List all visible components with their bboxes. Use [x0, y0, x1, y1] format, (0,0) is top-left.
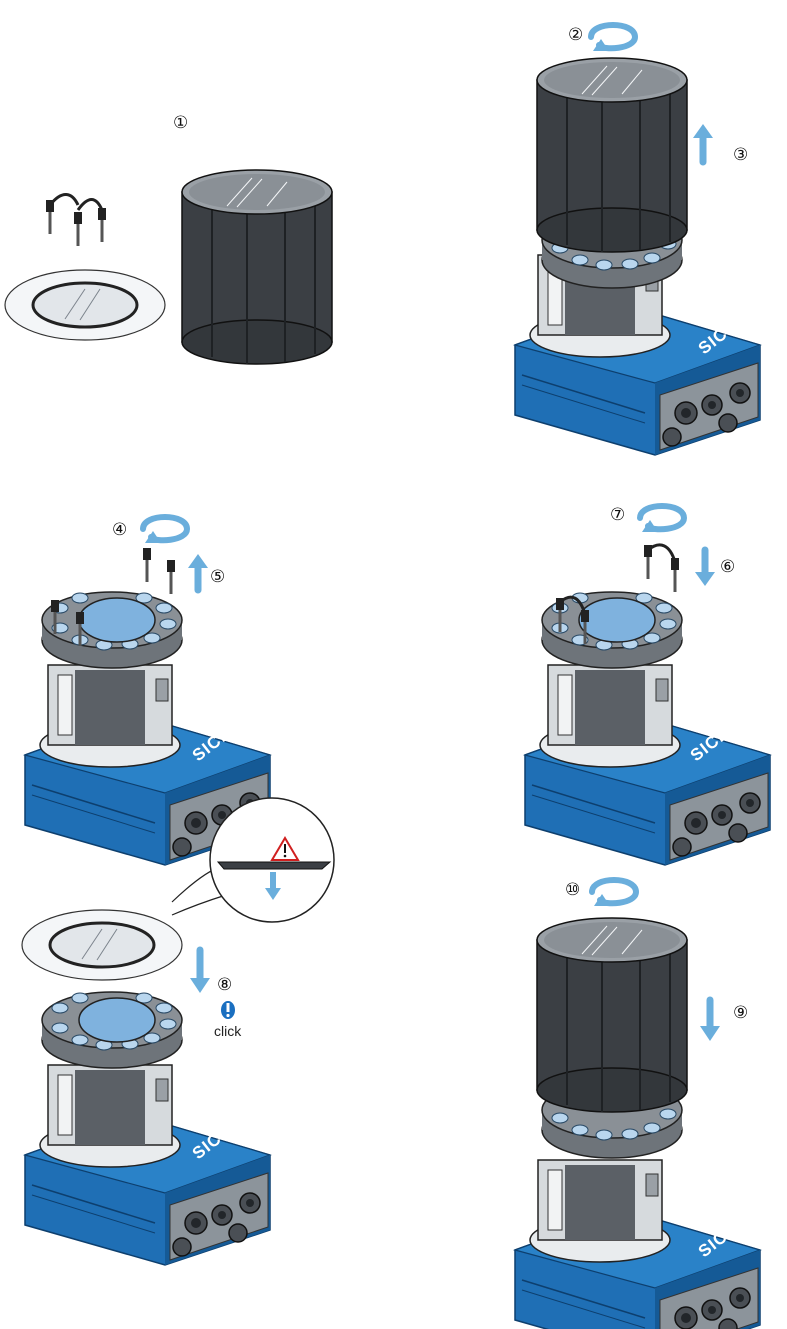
rotate-arrow-icon	[591, 25, 635, 51]
info-exclamation-icon	[221, 1001, 235, 1019]
lift-arrow-icon	[188, 554, 208, 594]
step-2-label: ②	[568, 25, 583, 45]
detail-callout	[171, 797, 335, 923]
screws	[556, 543, 679, 644]
window-glass	[20, 908, 184, 982]
cover-cylinder	[536, 917, 688, 1113]
rotate-arrow-icon	[143, 517, 187, 543]
rotate-arrow-icon	[592, 880, 636, 906]
step-8-label: ⑧	[217, 975, 232, 995]
down-arrow-icon	[695, 546, 715, 586]
lift-arrow-icon	[693, 124, 713, 166]
sensor-window	[578, 597, 656, 643]
step-5-label: ⑤	[210, 567, 225, 587]
step-6-label: ⑥	[720, 557, 735, 577]
step-10-label: ⑩	[565, 880, 580, 900]
rotate-arrow-icon	[640, 506, 684, 532]
step-4-label: ④	[112, 520, 127, 540]
cover-cylinder	[536, 57, 688, 253]
click-note: click	[214, 1023, 242, 1039]
step-1-label: ①	[173, 113, 188, 133]
step-7-6-panel: ⑦ ⑥ SICK	[524, 505, 771, 866]
step-8-panel: ⑧ click SICK	[20, 797, 335, 1266]
warning-triangle-icon	[270, 836, 300, 861]
step-9-label: ⑨	[733, 1003, 748, 1023]
sensor-base	[24, 1064, 271, 1266]
down-arrow-icon	[190, 946, 210, 993]
step-10-9-panel: ⑩ ⑨ SICK	[514, 880, 761, 1329]
down-arrow-icon	[700, 996, 720, 1041]
cover-cylinder	[181, 169, 333, 365]
loose-screws-set	[46, 193, 106, 246]
window-glass	[3, 268, 167, 342]
sensor-base	[524, 664, 771, 866]
sensor-window	[78, 597, 156, 643]
step-1-panel: ①	[3, 113, 333, 365]
sensor-window	[78, 997, 156, 1043]
step-3-label: ③	[733, 145, 748, 165]
step-7-label: ⑦	[610, 505, 625, 525]
step-2-3-panel: ② ③ SICK	[514, 25, 761, 456]
